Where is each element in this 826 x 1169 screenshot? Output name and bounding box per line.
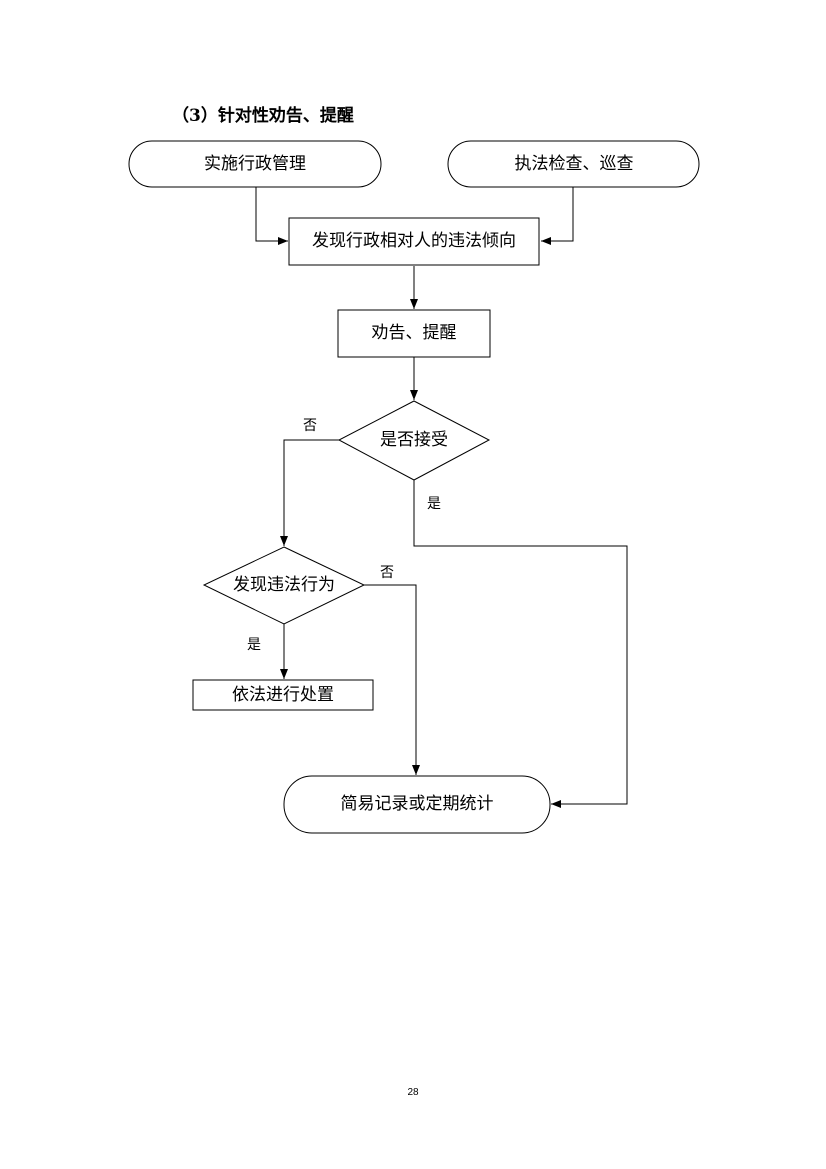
edge-administer-to-tendency [255,187,288,245]
edge-accept-yes [413,480,628,808]
section-heading: （3）针对性劝告、提醒 [172,106,354,126]
node-administer-label: 实施行政管理 [204,154,306,174]
page-number: 28 [407,1087,419,1098]
edge-label-accept-yes: 是 [427,496,441,512]
node-inspect: 执法检查、巡查 [447,140,700,188]
decision-find-violation-label: 发现违法行为 [233,575,335,595]
node-handle-label: 依法进行处置 [232,685,334,705]
node-inspect-label: 执法检查、巡查 [515,154,634,174]
node-handle: 依法进行处置 [192,679,374,711]
node-record: 简易记录或定期统计 [283,775,551,834]
node-find-tendency: 发现行政相对人的违法倾向 [288,217,540,266]
edge-accept-no [280,439,339,546]
edge-label-violation-no: 否 [380,565,394,581]
node-record-label: 简易记录或定期统计 [341,794,494,814]
decision-accept-label: 是否接受 [380,430,448,450]
decision-accept: 是否接受 [337,400,491,481]
node-administer: 实施行政管理 [128,140,382,188]
node-find-tendency-label: 发现行政相对人的违法倾向 [312,231,516,251]
node-advise: 劝告、提醒 [337,309,491,358]
edge-label-violation-yes: 是 [247,637,261,653]
edge-inspect-to-tendency [541,187,574,245]
edge-label-accept-no: 否 [303,418,317,434]
edge-violation-no [364,584,420,775]
decision-find-violation: 发现违法行为 [202,546,366,625]
node-advise-label: 劝告、提醒 [372,323,457,343]
